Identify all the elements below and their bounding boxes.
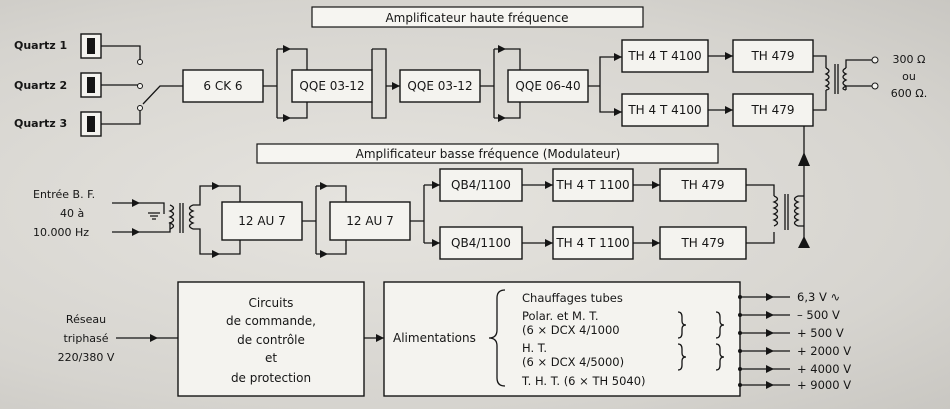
control-box-line-2: de commande, [226, 314, 316, 328]
bf-input-label-1: Entrée B. F. [33, 188, 95, 201]
tube-th4t1100-top [552, 168, 634, 202]
tube-qb41100-bottom [439, 226, 523, 260]
bf-input-label-2: 40 à [60, 207, 84, 220]
tube-th479-top-label: TH 479 [750, 49, 794, 63]
voltage-outputs: 6,3 V ∿ – 500 V + 500 V + 2000 V + 4000 … [738, 290, 851, 392]
quartz-3-label: Quartz 3 [14, 117, 67, 130]
power-item-ht-tubes: (6 × DCX 4/5000) [522, 355, 624, 369]
tube-th479-bf-top-label: TH 479 [680, 178, 724, 192]
tube-qb41100-top [439, 168, 523, 202]
mains-label-3: 220/380 V [58, 351, 115, 364]
voltage-4000: + 4000 V [797, 362, 851, 376]
quartz-selector: Quartz 1 Quartz 2 Quartz 3 [14, 33, 194, 137]
tube-qb41100-top-label: QB4/1100 [451, 178, 511, 192]
output-impedance-2: 600 Ω. [891, 87, 927, 100]
power-item-bias: Polar. et M. T. [522, 309, 599, 323]
tube-12au7-b-label: 12 AU 7 [346, 214, 394, 228]
voltage-2000: + 2000 V [797, 344, 851, 358]
modulation-transformer-icon [772, 194, 804, 230]
tube-th479-bf-bottom-label: TH 479 [680, 236, 724, 250]
power-item-bias-tubes: (6 × DCX 4/1000 [522, 323, 620, 337]
hf-header-box [311, 6, 644, 28]
voltage-minus500: – 500 V [797, 308, 840, 322]
control-box-line-1: Circuits [249, 296, 294, 310]
bf-header-label: Amplificateur basse fréquence (Modulateu… [356, 147, 621, 161]
control-box-line-4: et [265, 351, 277, 365]
bf-chain: Entrée B. F. 40 à 10.000 Hz 12 AU 7 12 A… [33, 168, 804, 260]
tube-qqe0312-b-label: QQE 03-12 [407, 79, 472, 93]
tube-12au7-a-label: 12 AU 7 [238, 214, 286, 228]
hf-chain: 6 CK 6 QQE 03-12 QQE 03-12 QQE 06-40 TH … [182, 39, 927, 248]
power-item-tht: T. H. T. (6 × TH 5040) [521, 374, 646, 388]
tube-qqe0312-a-label: QQE 03-12 [299, 79, 364, 93]
tube-th479-bf-top [659, 168, 747, 202]
tube-th4t1100-top-label: TH 4 T 1100 [555, 178, 629, 192]
power-supplies-box [383, 281, 741, 397]
tube-qqe0312-a [291, 69, 373, 103]
tube-qb41100-bottom-label: QB4/1100 [451, 236, 511, 250]
tube-th4t4100-top-label: TH 4 T 4100 [627, 49, 701, 63]
tube-th4t1100-bottom-label: TH 4 T 1100 [555, 236, 629, 250]
tube-6ck6 [182, 69, 264, 103]
tube-th479-bf-bottom [659, 226, 747, 260]
output-transformer-icon [824, 56, 879, 94]
tube-12au7-a [221, 201, 303, 241]
bf-header-box [256, 143, 719, 164]
control-box-line-5: de protection [231, 371, 311, 385]
control-circuits-box [177, 281, 365, 397]
power-item-ht: H. T. [522, 341, 547, 355]
mains-label-2: triphasé [63, 332, 108, 345]
tube-6ck6-label: 6 CK 6 [203, 79, 242, 93]
tube-th479-bottom-label: TH 479 [750, 103, 794, 117]
power-item-heaters: Chauffages tubes [522, 291, 623, 305]
tube-th479-bottom [732, 93, 814, 127]
tube-th4t4100-bottom-label: TH 4 T 4100 [627, 103, 701, 117]
control-box-line-3: de contrôle [237, 333, 305, 347]
hf-header-label: Amplificateur haute fréquence [385, 11, 568, 25]
power-box-title: Alimentations [393, 331, 476, 345]
voltage-9000: + 9000 V [797, 378, 851, 392]
voltage-6v3: 6,3 V ∿ [797, 290, 840, 304]
output-impedance-1: 300 Ω [893, 53, 926, 66]
quartz-2-label: Quartz 2 [14, 79, 67, 92]
voltage-500: + 500 V [797, 326, 844, 340]
bf-input-label-3: 10.000 Hz [33, 226, 89, 239]
input-transformer-icon [140, 202, 195, 233]
tube-th4t1100-bottom [552, 226, 634, 260]
quartz-1-label: Quartz 1 [14, 39, 67, 52]
mains-label-1: Réseau [66, 313, 106, 326]
power-section: Réseau triphasé 220/380 V Circuits de co… [58, 281, 851, 397]
tube-th4t4100-top [621, 39, 709, 73]
quartz-crystal-icon [80, 33, 102, 137]
tube-qqe0640-label: QQE 06-40 [515, 79, 580, 93]
output-impedance-or: ou [902, 70, 916, 83]
tube-th4t4100-bottom [621, 93, 709, 127]
